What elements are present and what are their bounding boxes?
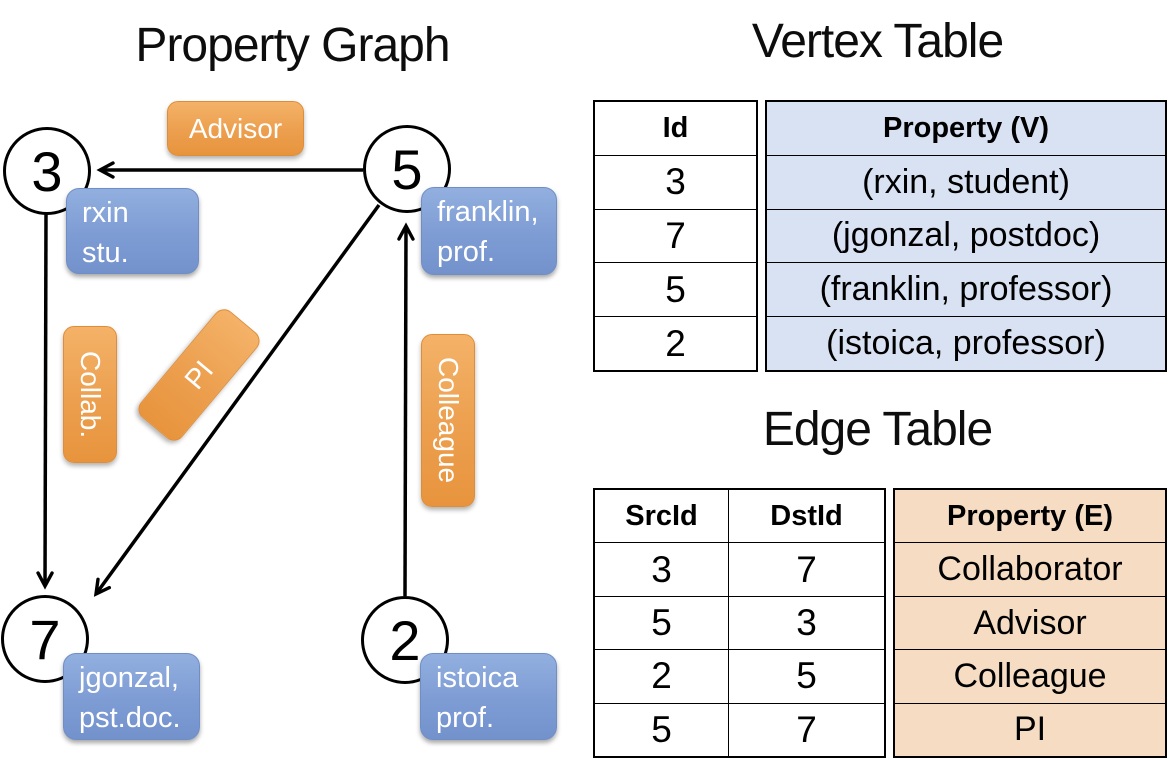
edge-dst-cell: 7: [796, 548, 817, 590]
edge-property-cell: PI: [895, 702, 1165, 756]
edge-label-colleague: Colleague: [421, 334, 475, 507]
edge-src-cell: 2: [595, 650, 729, 703]
vertex-property-cell: (istoica, professor): [767, 316, 1165, 370]
vertex-property-cell: (jgonzal, postdoc): [767, 208, 1165, 263]
edge-property-cell: Colleague: [895, 649, 1165, 702]
node-3-property-line2: stu.: [82, 237, 129, 269]
edge-dstid-header: DstId: [770, 499, 843, 532]
edge-pi-line: [93, 203, 381, 597]
edge-srcid-header: SrcId: [595, 490, 729, 543]
vertex-property-cell: (rxin, student): [767, 154, 1165, 209]
edge-property-header: Property (E): [947, 499, 1113, 532]
node-5-property-line1: franklin,: [437, 196, 539, 228]
node-2-property-line2: prof.: [436, 702, 495, 734]
node-2-property-line1: istoica: [436, 662, 519, 694]
edge-src-cell: 5: [595, 596, 729, 650]
edge-dst-cell: 7: [796, 708, 817, 750]
node-3-property-line1: rxin: [82, 197, 129, 229]
node-7-id: 7: [29, 607, 61, 671]
edge-table: SrcId DstId 3 7 5 3 2 5 5 7 Property (: [593, 488, 1167, 758]
node-2-id: 2: [389, 608, 421, 672]
edge-label-advisor-text: Advisor: [188, 112, 283, 144]
vertex-table: Id 3 7 5 2 Property (V) (rxin, student) …: [593, 100, 1167, 372]
vertex-id-cell: 2: [595, 316, 756, 370]
graph-node-5: 5: [363, 125, 451, 213]
edge-table-property-column: Property (E) Collaborator Advisor Collea…: [893, 488, 1167, 758]
vertex-property-cell: (franklin, professor): [767, 262, 1165, 316]
vertex-id-cell: 3: [595, 154, 756, 209]
node-3-property-box: rxin stu.: [66, 188, 199, 274]
vertex-id-cell: 5: [595, 262, 756, 316]
edge-property-cell: Collaborator: [895, 542, 1165, 595]
node-7-property-box: jgonzal, pst.doc.: [63, 653, 200, 740]
edge-label-pi-text: PI: [178, 354, 219, 395]
vertex-table-title: Vertex Table: [751, 15, 1004, 68]
vertex-property-header: Property (V): [883, 111, 1049, 144]
edge-label-collab: Collab.: [63, 326, 117, 463]
node-7-property-line2: pst.doc.: [79, 702, 181, 734]
node-2-property-box: istoica prof.: [420, 653, 557, 740]
edge-dst-cell: 3: [796, 602, 817, 644]
vertex-id-header: Id: [662, 111, 689, 144]
edge-label-collab-text: Collab.: [75, 350, 106, 439]
edge-table-id-columns: SrcId DstId 3 7 5 3 2 5 5 7: [593, 488, 886, 758]
node-7-property-line1: jgonzal,: [79, 662, 179, 694]
edge-property-cell: Advisor: [895, 595, 1165, 649]
node-5-id: 5: [391, 137, 423, 201]
edge-collab-line: [36, 212, 54, 590]
edge-dst-cell: 5: [796, 655, 817, 697]
vertex-table-property-column: Property (V) (rxin, student) (jgonzal, p…: [765, 100, 1167, 372]
property-graph-title: Property Graph: [135, 19, 450, 72]
graph-node-2: 2: [361, 596, 449, 684]
vertex-table-id-column: Id 3 7 5 2: [593, 100, 758, 372]
edge-src-cell: 3: [595, 543, 729, 596]
graph-edges-svg: [36, 161, 415, 597]
edge-label-colleague-text: Colleague: [433, 357, 464, 484]
node-3-id: 3: [31, 139, 63, 203]
edge-colleague-line: [397, 222, 415, 597]
node-5-property-line2: prof.: [437, 236, 496, 268]
node-5-property-box: franklin, prof.: [421, 187, 557, 275]
edge-table-title: Edge Table: [762, 403, 993, 456]
vertex-id-cell: 7: [595, 208, 756, 263]
edge-src-cell: 5: [595, 703, 729, 757]
edge-label-advisor: Advisor: [167, 101, 304, 156]
